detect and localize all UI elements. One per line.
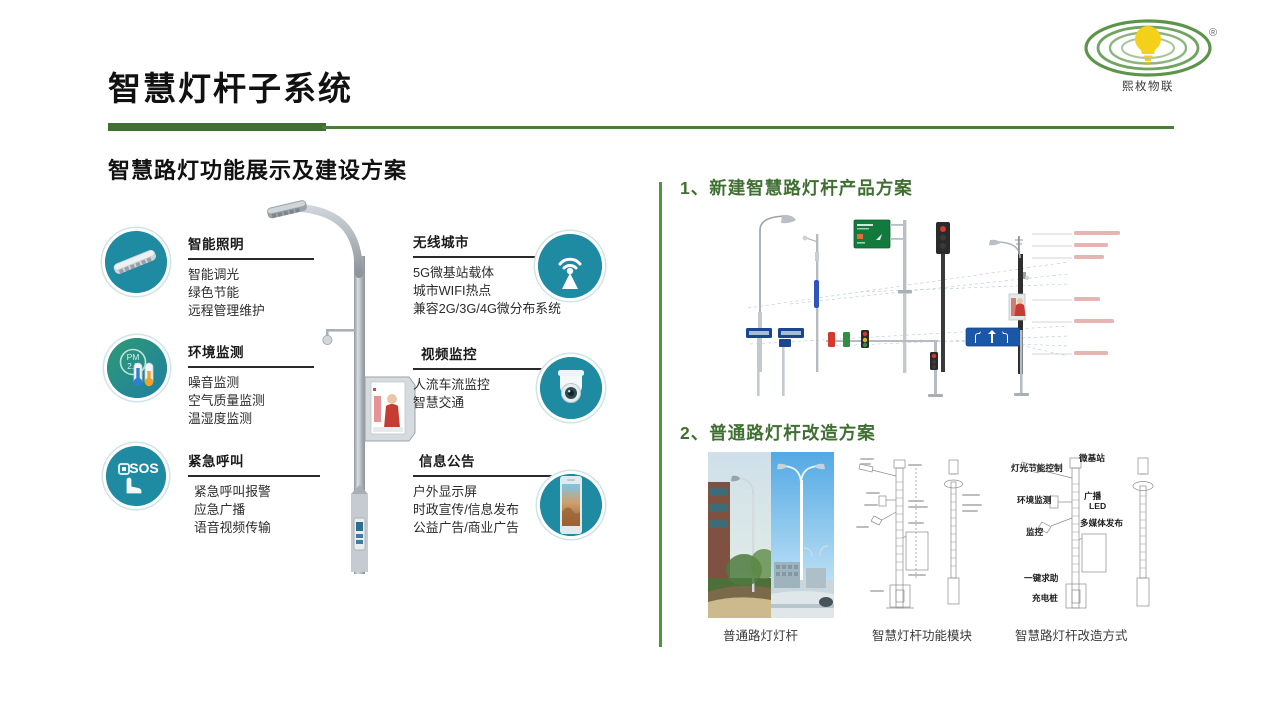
- feature-item: 噪音监测: [188, 374, 240, 390]
- led-lamp-head: [267, 200, 307, 219]
- feature-item: 城市WIFI热点: [413, 282, 492, 298]
- title-rule-thick: [108, 123, 326, 131]
- company-logo: ® 熙枚物联: [1078, 8, 1228, 96]
- feature-emergency-call: 紧急呼叫 紧急呼叫报警 应急广播 语音视频传输: [188, 450, 320, 537]
- registered-mark: ®: [1209, 27, 1217, 39]
- panel-2-heading: 2、普通路灯杆改造方案: [680, 420, 876, 445]
- diagram-traffic-signal-tall: [936, 222, 950, 372]
- retrofit-method-diagram: [1019, 457, 1154, 609]
- pole-display-screen: [364, 376, 416, 442]
- feature-item: 兼容2G/3G/4G微分布系统: [413, 300, 561, 316]
- feature-item: 户外显示屏: [413, 483, 477, 499]
- svg-text:PM: PM: [127, 352, 140, 362]
- pole-camera: [322, 329, 355, 345]
- ordinary-streetlight-photo: [708, 452, 834, 618]
- thermometer-blue: [133, 362, 143, 387]
- svg-text:2.5: 2.5: [127, 361, 139, 371]
- feature-title: 信息公告: [419, 454, 475, 469]
- feature-item: 空气质量监测: [188, 392, 265, 408]
- feature-underline: [188, 366, 314, 368]
- caption-ordinary-pole: 普通路灯灯杆: [723, 629, 799, 643]
- thermometer-orange: [144, 362, 154, 387]
- feature-item: 语音视频传输: [194, 519, 271, 535]
- svg-text:SOS: SOS: [129, 460, 159, 476]
- retrofit-label-charging-pile: 充电桩: [1032, 593, 1058, 603]
- feature-item: 绿色节能: [188, 284, 240, 300]
- sos-emergency-icon: SOS: [106, 446, 166, 506]
- panel-1-number: 1、: [680, 178, 710, 198]
- diagram-highway-sign: [853, 219, 912, 373]
- retrofit-label-light-energy-control: 灯光节能控制: [1011, 463, 1063, 473]
- feature-item: 5G微基站载体: [413, 264, 495, 280]
- diagram-target-smart-pole: [989, 236, 1029, 374]
- logo-bulb-icon: [1135, 26, 1161, 65]
- feature-item: 温湿度监测: [188, 410, 252, 426]
- led-street-lamp-icon: [105, 231, 167, 293]
- panel-1-heading: 1、新建智慧路灯杆产品方案: [680, 175, 913, 200]
- feature-video-surveillance: 视频监控 人流车流监控 智慧交通: [413, 343, 563, 412]
- page-subtitle: 智慧路灯功能展示及建设方案: [108, 158, 408, 183]
- cctv-dome-camera-icon: [540, 357, 602, 419]
- feature-item: 人流车流监控: [413, 376, 490, 392]
- retrofit-label-multimedia-publishing: 多媒体发布: [1080, 518, 1123, 528]
- feature-item: 应急广播: [194, 501, 246, 517]
- panel-1-title: 新建智慧路灯杆产品方案: [709, 178, 913, 198]
- feature-item: 紧急呼叫报警: [194, 483, 271, 499]
- retrofit-label-led: LED: [1089, 501, 1107, 511]
- wireless-signal-icon: [538, 234, 602, 298]
- feature-information-bulletin: 信息公告 户外显示屏 时政宣传/信息发布 公益广告/商业广告: [413, 450, 573, 537]
- feature-item: 公益广告/商业广告: [413, 519, 519, 535]
- feature-underline: [188, 258, 314, 260]
- diagram-street-lamp: [758, 214, 796, 372]
- retrofit-label-one-key-help: 一键求助: [1024, 573, 1059, 583]
- pm25-environment-icon: PM 2.5: [107, 338, 167, 398]
- smart-pole-module-drawing: [856, 458, 982, 609]
- panel-2-number: 2、: [680, 423, 710, 443]
- feature-underline: [413, 368, 563, 370]
- retrofit-label-micro-base-station: 微基站: [1079, 453, 1105, 463]
- caption-retrofit: 智慧路灯杆改造方式: [1015, 629, 1128, 643]
- diagram-sensor-pole: [802, 234, 819, 372]
- pole-base-box: [351, 485, 368, 572]
- feature-title: 环境监测: [188, 345, 244, 360]
- feature-item: 智慧交通: [413, 394, 465, 410]
- retrofit-label-surveillance: 监控: [1026, 527, 1044, 537]
- feature-wireless-city: 无线城市 5G微基站载体 城市WIFI热点 兼容2G/3G/4G微分布系统: [413, 231, 593, 318]
- feature-title: 紧急呼叫: [188, 454, 244, 469]
- feature-title: 无线城市: [413, 235, 469, 250]
- feature-item: 远程管理维护: [188, 302, 265, 318]
- feature-underline: [188, 475, 320, 477]
- diagram-street-name-signs: [746, 328, 804, 396]
- diagram-annotation-lines: [1032, 231, 1120, 355]
- diagram-lane-guide-sign: [965, 327, 1029, 396]
- feature-smart-lighting: 智能照明 智能调光 绿色节能 远程管理维护: [188, 233, 314, 320]
- retrofit-label-broadcast: 广播: [1084, 491, 1102, 501]
- panel-2-title: 普通路灯杆改造方案: [709, 423, 876, 443]
- vertical-divider: [659, 182, 662, 647]
- feature-title: 智能照明: [188, 237, 244, 252]
- feature-environment-monitoring: 环境监测 噪音监测 空气质量监测 温湿度监测: [188, 341, 314, 428]
- display-screen-icon: [540, 474, 602, 536]
- feature-title: 视频监控: [421, 347, 477, 362]
- smart-pole-illustration: [267, 200, 416, 574]
- retrofit-label-environment-monitoring: 环境监测: [1017, 495, 1052, 505]
- title-rule-thin: [322, 126, 1174, 129]
- feature-item: 时政宣传/信息发布: [413, 501, 519, 517]
- feature-underline: [413, 256, 593, 258]
- feature-item: 智能调光: [188, 266, 240, 282]
- pole-shaft: [354, 256, 365, 574]
- feature-underline: [413, 475, 573, 477]
- logo-text: 熙枚物联: [1122, 79, 1174, 93]
- caption-module: 智慧灯杆功能模块: [872, 629, 973, 643]
- page-title: 智慧灯杆子系统: [108, 70, 353, 107]
- new-smart-pole-diagram: [746, 214, 1120, 397]
- diagram-traffic-signal-gantry: [826, 330, 943, 397]
- pole-arm: [297, 204, 363, 278]
